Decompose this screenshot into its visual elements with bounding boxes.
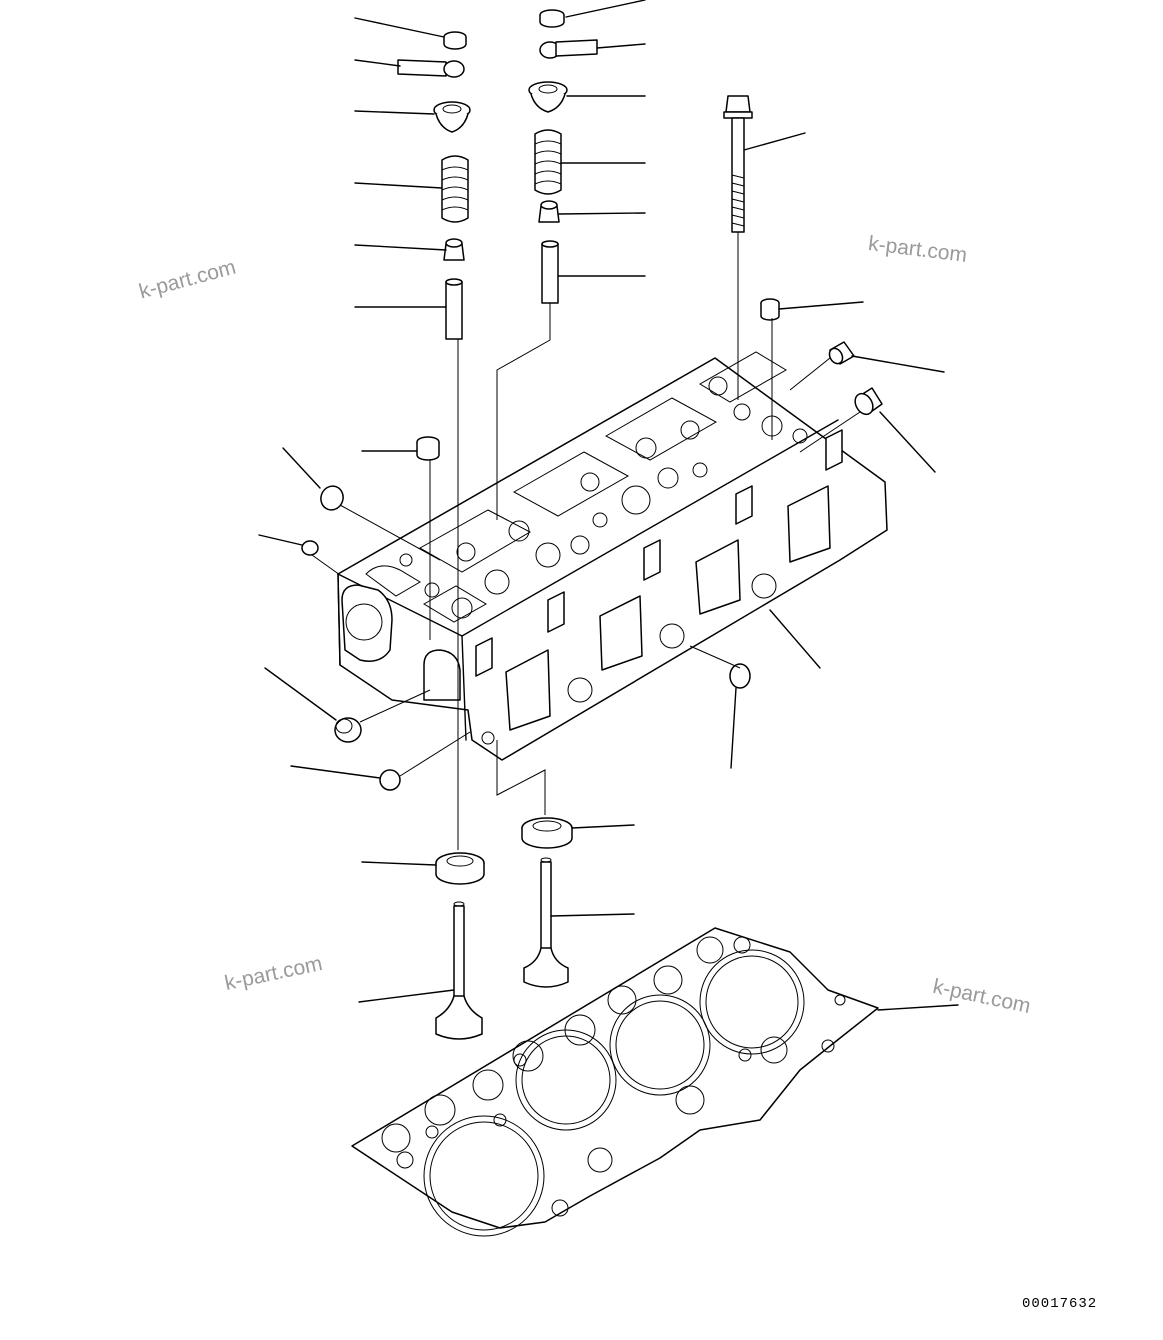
valve-cap-right bbox=[539, 9, 565, 28]
plug-left-3 bbox=[334, 717, 362, 743]
rocker-bosses bbox=[475, 429, 843, 677]
intake-valve bbox=[523, 857, 569, 988]
leader-lines bbox=[258, 0, 959, 1011]
valve-keeper-left bbox=[397, 59, 465, 78]
left-valve-train bbox=[397, 31, 471, 340]
gasket-water-holes bbox=[381, 936, 846, 1217]
plug-top-right bbox=[760, 298, 780, 321]
plug-left-4 bbox=[379, 769, 401, 791]
valve-spring-right bbox=[534, 129, 562, 195]
expansion-plugs bbox=[301, 298, 883, 791]
plug-angled-right bbox=[828, 341, 855, 365]
valve-guide-left bbox=[445, 278, 463, 340]
right-valve-train bbox=[528, 9, 598, 304]
valve-spring-left bbox=[441, 155, 469, 223]
spring-retainer-left bbox=[433, 101, 471, 133]
valve-seat-insert-right bbox=[521, 817, 573, 849]
drawing-number: 00017632 bbox=[1022, 1296, 1098, 1312]
plug-left-1 bbox=[320, 485, 344, 511]
valve-cap-left bbox=[443, 31, 467, 50]
cylinder-head bbox=[337, 351, 888, 761]
valve-guide-right bbox=[541, 240, 559, 304]
plug-large-right bbox=[854, 387, 883, 416]
spring-retainer-right bbox=[528, 81, 568, 113]
valve-seat-insert-left bbox=[435, 852, 485, 885]
plug-left-2 bbox=[301, 540, 319, 556]
plug-right-low bbox=[729, 663, 751, 689]
cylinder-head-bolt bbox=[723, 95, 753, 233]
plug-top-left bbox=[416, 436, 440, 461]
exhaust-valve bbox=[435, 901, 483, 1040]
stem-seal-right bbox=[538, 200, 560, 223]
cylinder-head-gasket bbox=[351, 927, 879, 1237]
center-lines bbox=[311, 232, 861, 850]
stem-seal-left bbox=[443, 238, 465, 261]
valve-keeper-right bbox=[539, 39, 598, 59]
valve-seat-holes bbox=[399, 376, 808, 619]
